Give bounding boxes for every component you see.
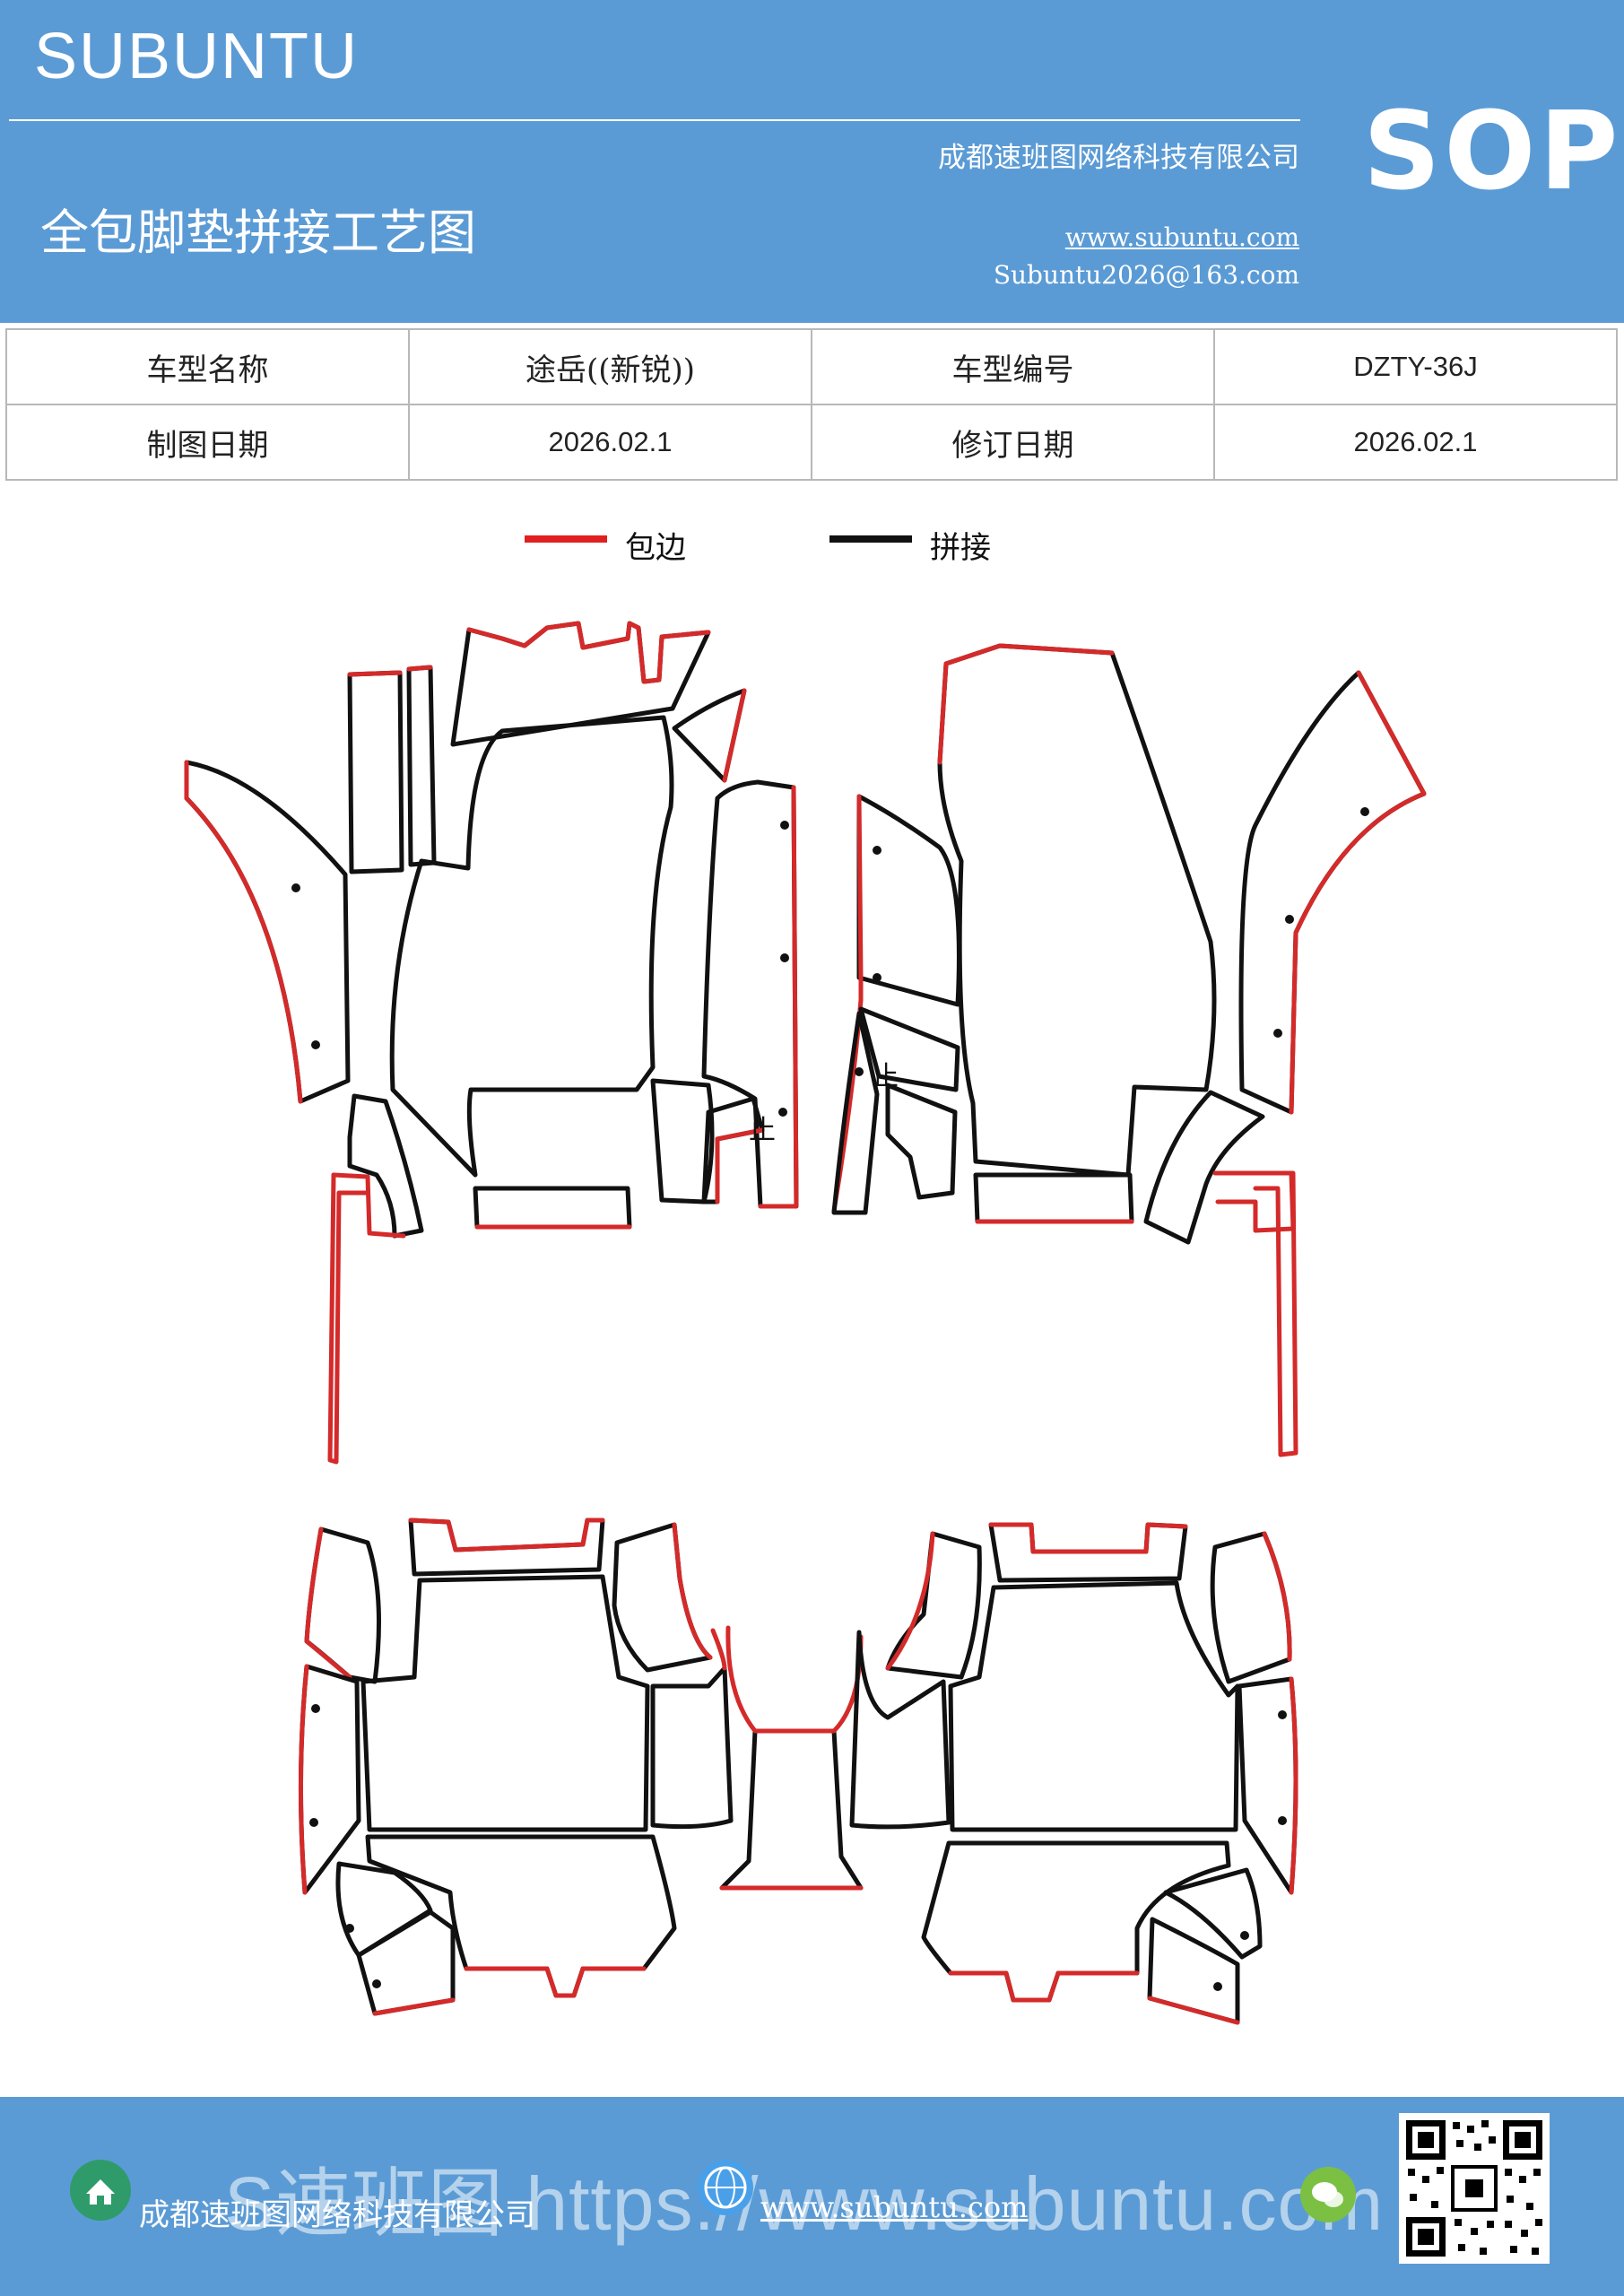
stop-mark: 止 xyxy=(872,1061,899,1092)
globe-icon xyxy=(698,2160,753,2215)
qr-code xyxy=(1399,2113,1550,2264)
rear-right-mat xyxy=(849,1522,1298,2025)
page-title: 全包脚垫拼接工艺图 xyxy=(40,204,476,261)
revise-date-value: 2026.02.1 xyxy=(1213,404,1618,481)
front-left-mat: 止 xyxy=(184,621,799,1465)
snap-point xyxy=(345,1924,354,1933)
building-icon xyxy=(70,2160,131,2221)
model-code-label: 车型编号 xyxy=(811,328,1215,405)
legend-swatch-red xyxy=(525,535,607,543)
footer-website-link[interactable]: www.subuntu.com xyxy=(760,2190,1029,2224)
header-divider xyxy=(9,119,1300,121)
rear-left-mat xyxy=(298,1518,864,2016)
snap-point xyxy=(311,1040,320,1049)
snap-point xyxy=(372,1979,381,1988)
snap-point xyxy=(1285,915,1294,924)
snap-point xyxy=(855,1067,864,1076)
model-code-value: DZTY-36J xyxy=(1213,328,1618,405)
table-row: 车型名称 途岳((新锐)) 车型编号 DZTY-36J xyxy=(5,328,1618,405)
snap-point xyxy=(1213,1982,1222,1991)
draw-date-label: 制图日期 xyxy=(5,404,410,481)
revise-date-label: 修订日期 xyxy=(811,404,1215,481)
table-row: 制图日期 2026.02.1 修订日期 2026.02.1 xyxy=(5,404,1618,481)
snap-point xyxy=(311,1704,320,1713)
snap-point xyxy=(780,821,789,830)
email-address[interactable]: Subuntu2026@163.com xyxy=(993,260,1299,290)
snap-point xyxy=(1240,1931,1249,1940)
snap-point xyxy=(1278,1816,1287,1825)
snap-point xyxy=(780,953,789,962)
header-banner: SUBUNTU 成都速班图网络科技有限公司 全包脚垫拼接工艺图 www.subu… xyxy=(0,0,1624,323)
model-name-label: 车型名称 xyxy=(5,328,410,405)
snap-point xyxy=(1273,1029,1282,1038)
snap-point xyxy=(291,883,300,892)
legend-label-edge: 包边 xyxy=(625,530,686,566)
legend-label-seam: 拼接 xyxy=(930,530,991,566)
stop-mark: 止 xyxy=(749,1115,776,1146)
snap-point xyxy=(1278,1710,1287,1719)
snap-point xyxy=(873,973,881,982)
draw-date-value: 2026.02.1 xyxy=(408,404,812,481)
footer-company-name: 成都速班图网络科技有限公司 xyxy=(139,2197,535,2233)
snap-point xyxy=(873,846,881,855)
snap-point xyxy=(1360,807,1369,816)
legend-swatch-black xyxy=(829,535,912,543)
vehicle-info-table: 车型名称 途岳((新锐)) 车型编号 DZTY-36J 制图日期 2026.02… xyxy=(5,328,1618,481)
wechat-icon xyxy=(1300,2167,1356,2222)
footer-banner: 成都速班图网络科技有限公司 S速班图 https://www.subuntu.c… xyxy=(0,2097,1624,2296)
sop-badge: SOP xyxy=(1363,90,1622,214)
front-right-mat: 止 xyxy=(831,643,1427,1457)
brand-logo: SUBUNTU xyxy=(34,21,360,92)
company-name: 成都速班图网络科技有限公司 xyxy=(938,142,1299,174)
website-link[interactable]: www.subuntu.com xyxy=(1064,222,1299,252)
snap-point xyxy=(778,1108,787,1117)
snap-point xyxy=(309,1818,318,1827)
footer-watermark: S速班图 https://www.subuntu.com xyxy=(224,2161,1385,2246)
model-name-value: 途岳((新锐)) xyxy=(408,328,812,405)
